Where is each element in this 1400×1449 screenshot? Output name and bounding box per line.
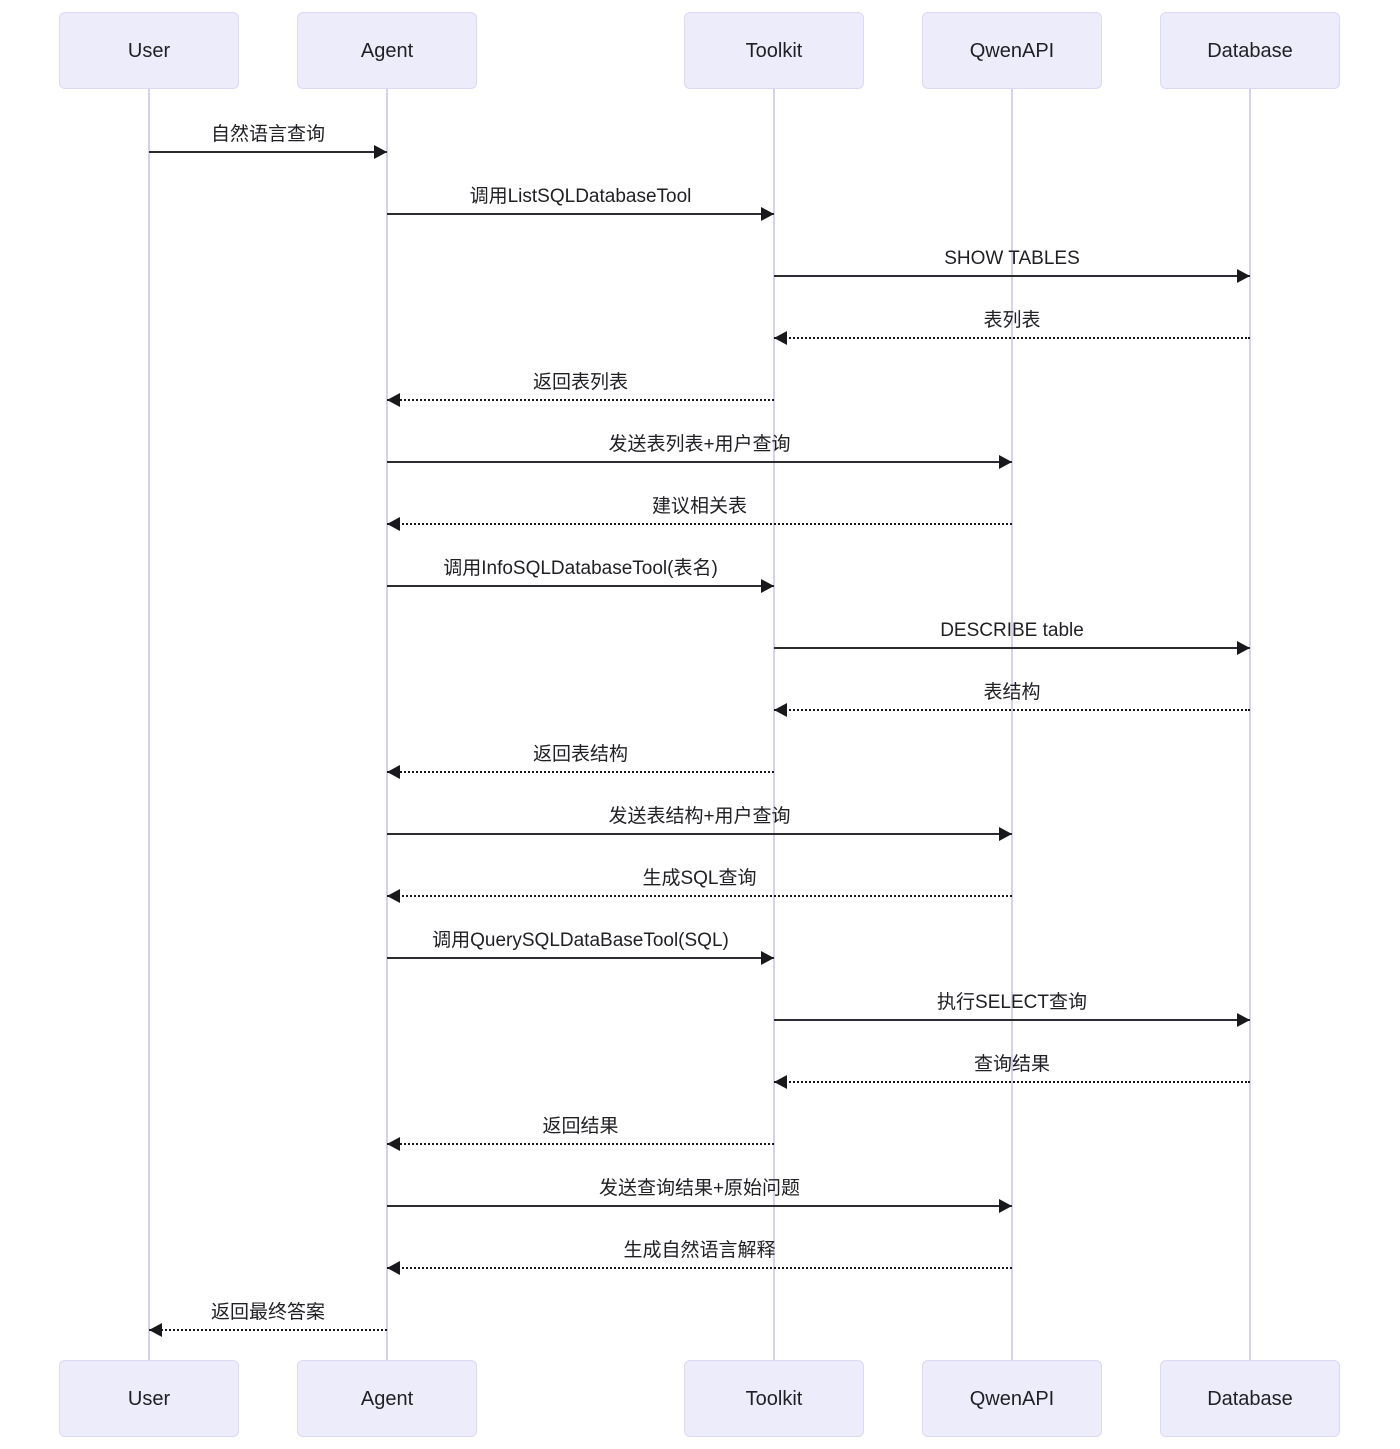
message-label: SHOW TABLES: [944, 248, 1080, 269]
message-arrowhead: [387, 393, 400, 407]
message-line: [387, 833, 1012, 835]
message-arrowhead: [774, 703, 787, 717]
message-line: [774, 337, 1250, 339]
message-label: 自然语言查询: [210, 124, 326, 145]
participant-label: User: [127, 39, 171, 62]
message-label: 调用InfoSQLDatabaseTool(表名): [443, 558, 718, 579]
message-arrowhead: [761, 951, 774, 965]
message-arrowhead: [774, 331, 787, 345]
message-arrowhead: [387, 765, 400, 779]
participant-qwenapi-top[interactable]: QwenAPI: [922, 12, 1102, 89]
message-line: [387, 1267, 1012, 1269]
message-label: 建议相关表: [651, 496, 748, 517]
participant-label: QwenAPI: [969, 39, 1055, 62]
message-label: 发送表列表+用户查询: [608, 434, 791, 455]
message-line: [774, 1019, 1250, 1021]
message-line: [149, 1329, 387, 1331]
message-label: 返回最终答案: [210, 1302, 326, 1323]
participant-user-top[interactable]: User: [59, 12, 239, 89]
message-arrowhead: [387, 889, 400, 903]
lifeline-qwenapi: [1011, 89, 1013, 1360]
message-label: 返回结果: [542, 1116, 619, 1137]
message-arrowhead: [999, 1199, 1012, 1213]
message-arrowhead: [774, 1075, 787, 1089]
participant-qwenapi-bottom[interactable]: QwenAPI: [922, 1360, 1102, 1437]
message-label: DESCRIBE table: [940, 620, 1084, 641]
message-arrowhead: [387, 517, 400, 531]
participant-label: Toolkit: [745, 39, 803, 62]
message-line: [774, 1081, 1250, 1083]
message-line: [387, 957, 774, 959]
message-label: 发送查询结果+原始问题: [598, 1178, 801, 1199]
message-arrowhead: [999, 455, 1012, 469]
participant-database-top[interactable]: Database: [1160, 12, 1340, 89]
message-label: 生成SQL查询: [642, 868, 757, 889]
message-line: [387, 585, 774, 587]
message-label: 查询结果: [973, 1054, 1051, 1075]
participant-label: User: [127, 1387, 171, 1410]
participant-label: Database: [1207, 39, 1293, 62]
message-line: [774, 275, 1250, 277]
participant-label: Toolkit: [745, 1387, 803, 1410]
participant-user-bottom[interactable]: User: [59, 1360, 239, 1437]
message-arrowhead: [761, 207, 774, 221]
message-line: [387, 461, 1012, 463]
message-arrowhead: [387, 1137, 400, 1151]
lifeline-database: [1249, 89, 1251, 1360]
participant-agent-bottom[interactable]: Agent: [297, 1360, 477, 1437]
message-line: [387, 399, 774, 401]
participant-agent-top[interactable]: Agent: [297, 12, 477, 89]
message-label: 表列表: [983, 310, 1041, 331]
message-arrowhead: [1237, 1013, 1250, 1027]
participant-label: Agent: [360, 39, 414, 62]
message-line: [774, 709, 1250, 711]
message-line: [387, 895, 1012, 897]
participant-label: Agent: [360, 1387, 414, 1410]
message-arrowhead: [1237, 269, 1250, 283]
participant-label: QwenAPI: [969, 1387, 1055, 1410]
message-label: 返回表列表: [532, 372, 629, 393]
lifeline-agent: [386, 89, 388, 1360]
message-line: [149, 151, 387, 153]
message-line: [387, 1143, 774, 1145]
participant-label: Database: [1207, 1387, 1293, 1410]
message-label: 生成自然语言解释: [623, 1240, 776, 1261]
message-arrowhead: [1237, 641, 1250, 655]
message-arrowhead: [761, 579, 774, 593]
message-line: [387, 771, 774, 773]
participant-database-bottom[interactable]: Database: [1160, 1360, 1340, 1437]
lifeline-user: [148, 89, 150, 1360]
lifeline-toolkit: [773, 89, 775, 1360]
participant-toolkit-bottom[interactable]: Toolkit: [684, 1360, 864, 1437]
message-line: [387, 523, 1012, 525]
participant-toolkit-top[interactable]: Toolkit: [684, 12, 864, 89]
message-line: [387, 213, 774, 215]
message-label: 调用QuerySQLDataBaseTool(SQL): [432, 930, 729, 951]
message-line: [774, 647, 1250, 649]
message-label: 表结构: [983, 682, 1041, 703]
message-label: 执行SELECT查询: [937, 992, 1087, 1013]
message-label: 发送表结构+用户查询: [608, 806, 791, 827]
message-line: [387, 1205, 1012, 1207]
message-arrowhead: [149, 1323, 162, 1337]
message-arrowhead: [999, 827, 1012, 841]
message-label: 返回表结构: [532, 744, 629, 765]
message-arrowhead: [374, 145, 387, 159]
message-label: 调用ListSQLDatabaseTool: [469, 186, 692, 207]
message-arrowhead: [387, 1261, 400, 1275]
